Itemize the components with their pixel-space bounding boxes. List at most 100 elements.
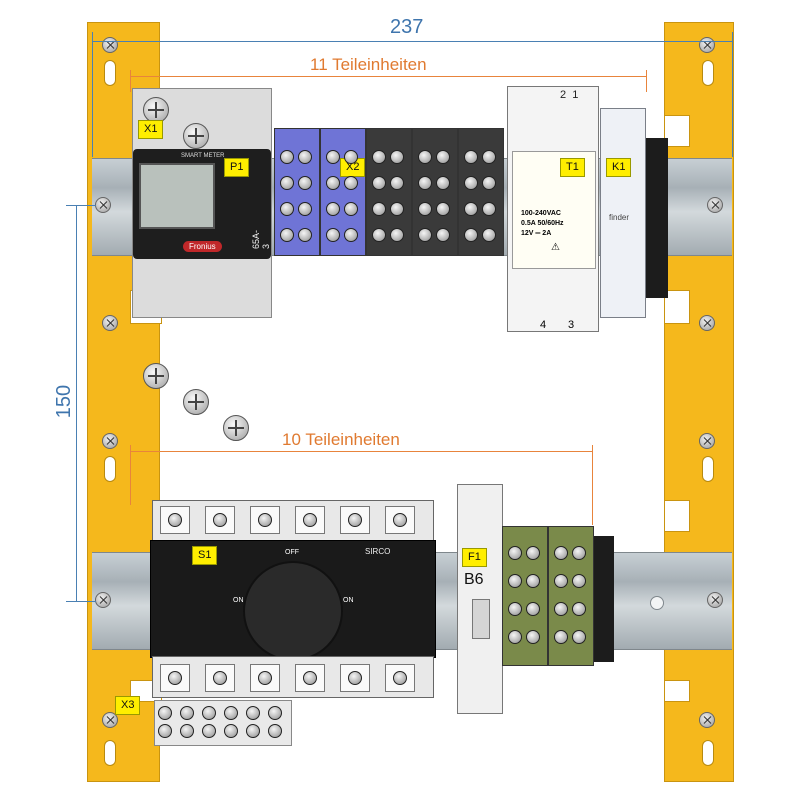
dimension-tick: [66, 601, 96, 602]
terminal-screw-icon: [393, 513, 407, 527]
frame-keyhole-slot: [702, 740, 714, 766]
switch-off-label: OFF: [285, 549, 299, 556]
switch-terminal: [160, 506, 190, 534]
terminal-screw-icon: [344, 176, 358, 190]
frame-keyhole-slot: [702, 456, 714, 482]
terminal-screw-icon: [554, 574, 568, 588]
terminal-screw-icon: [303, 671, 317, 685]
terminal-screw-icon: [418, 150, 432, 164]
terminal-screw-icon: [482, 176, 496, 190]
screw-icon: [699, 37, 715, 53]
terminal-screw-icon: [526, 546, 540, 560]
terminal-screw-icon: [464, 202, 478, 216]
terminal-screw-icon: [202, 706, 216, 720]
terminal-screw-icon: [372, 228, 386, 242]
terminal-screw-icon: [268, 706, 282, 720]
label-x3: X3: [115, 696, 141, 715]
terminal-screw-icon: [464, 228, 478, 242]
screw-icon: [699, 712, 715, 728]
terminal-screw-icon: [158, 706, 172, 720]
smart-meter-display: [139, 163, 215, 229]
label-s1: S1: [192, 546, 218, 565]
terminal-screw-icon: [508, 546, 522, 560]
switch-terminal: [205, 506, 235, 534]
psu-terminal-number: 4: [540, 319, 547, 331]
terminal-screw-icon: [246, 706, 260, 720]
breaker-toggle[interactable]: [472, 599, 490, 639]
terminal-screw-icon: [482, 202, 496, 216]
terminal-screw-icon: [572, 602, 586, 616]
frame-keyhole-slot: [104, 740, 116, 766]
terminal-screw-icon: [508, 630, 522, 644]
terminal-screw-icon: [348, 671, 362, 685]
relay: finder: [600, 108, 646, 318]
terminal-screw-icon: [418, 202, 432, 216]
rail-hole: [650, 596, 664, 610]
terminal-screw-icon: [180, 724, 194, 738]
terminal-screw-icon: [554, 546, 568, 560]
switch-terminal: [250, 506, 280, 534]
terminal-screw-icon: [418, 228, 432, 242]
dimension-line-height: [76, 205, 77, 602]
terminal-screw-icon: [572, 546, 586, 560]
terminal-screw-icon: [464, 176, 478, 190]
dimension-width-label: 237: [390, 16, 424, 38]
switch-terminal: [340, 506, 370, 534]
terminal-screw-icon: [464, 150, 478, 164]
terminal-block-green: [548, 526, 594, 666]
terminal-screw-icon: [258, 671, 272, 685]
terminal-screw-icon: [168, 513, 182, 527]
terminal-screw-icon: [526, 574, 540, 588]
frame-right-bar: [664, 22, 734, 782]
terminal-screw-icon: [280, 150, 294, 164]
dimension-tick: [732, 32, 733, 157]
psu-terminal-number: 3: [568, 319, 575, 331]
terminal-screw-icon: [303, 513, 317, 527]
label-f1: F1: [462, 548, 487, 567]
screw-icon: [95, 592, 111, 608]
dimension-bottom-row-label: 10 Teileinheiten: [282, 430, 400, 449]
terminal-screw-icon: [344, 150, 358, 164]
terminal-screw-icon: [143, 363, 169, 389]
terminal-screw-icon: [326, 150, 340, 164]
switch-knob[interactable]: OFF: [243, 549, 343, 661]
terminal-screw-icon: [482, 228, 496, 242]
smart-meter-header: SMART METER: [181, 153, 225, 159]
dimension-line-bottom-row: [130, 451, 592, 452]
terminal-screw-icon: [202, 724, 216, 738]
dimension-top-row-label: 11 Teileinheiten: [310, 55, 427, 74]
terminal-screw-icon: [436, 150, 450, 164]
terminal-screw-icon: [213, 513, 227, 527]
dimension-tick: [66, 205, 96, 206]
switch-terminal: [385, 664, 415, 692]
terminal-screw-icon: [326, 228, 340, 242]
dimension-tick: [92, 32, 93, 157]
breaker-rating: B6: [464, 571, 484, 588]
label-k1: K1: [606, 158, 632, 177]
terminal-screw-icon: [390, 228, 404, 242]
terminal-screw-icon: [158, 724, 172, 738]
screw-icon: [102, 712, 118, 728]
terminal-screw-icon: [482, 150, 496, 164]
terminal-screw-icon: [246, 724, 260, 738]
dimension-tick: [130, 70, 131, 92]
terminal-screw-icon: [213, 671, 227, 685]
terminal-screw-icon: [180, 706, 194, 720]
terminal-screw-icon: [436, 176, 450, 190]
psu-spec-line: 12V ═ 2A: [521, 230, 552, 237]
screw-icon: [699, 315, 715, 331]
switch-on-right: ON: [343, 597, 354, 604]
terminal-screw-icon: [418, 176, 432, 190]
frame-notch: [664, 680, 690, 702]
terminal-screw-icon: [508, 574, 522, 588]
terminal-screw-icon: [168, 671, 182, 685]
terminal-screw-icon: [344, 228, 358, 242]
terminal-screw-icon: [436, 202, 450, 216]
terminal-screw-icon: [554, 602, 568, 616]
terminal-screw-icon: [298, 202, 312, 216]
terminal-screw-icon: [326, 176, 340, 190]
switch-brand: SIRCO: [365, 547, 391, 556]
dimension-line-top-row: [130, 76, 646, 77]
frame-keyhole-slot: [702, 60, 714, 86]
terminal-screw-icon: [508, 602, 522, 616]
